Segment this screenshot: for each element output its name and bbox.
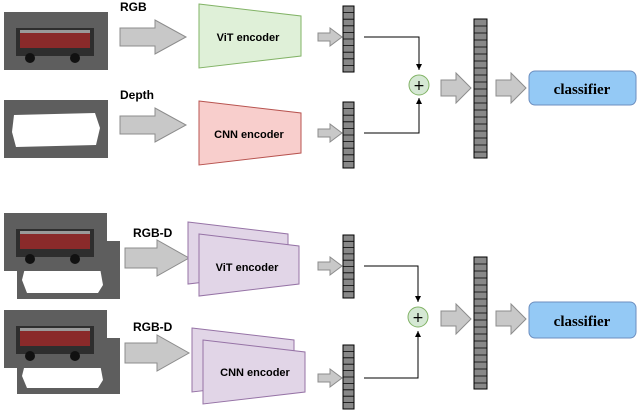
rgbd-vit-encoder-block	[187, 221, 300, 297]
cnn-output-arrow	[317, 123, 343, 143]
rgbd-vit-feature-vector	[342, 234, 355, 299]
fusion-plus-symbol: +	[413, 78, 425, 94]
vit-encoder-block	[198, 3, 302, 69]
fused-feature-vector	[473, 18, 488, 159]
rgbd-classifier-label: classifier	[554, 314, 611, 330]
rgb-label: RGB	[120, 0, 147, 14]
rgbd-vit-to-fusion-connector	[364, 265, 421, 302]
depth-image	[4, 100, 108, 158]
rgbd-cnn-encoder-block	[191, 327, 306, 405]
fusion-plus-node	[408, 74, 430, 96]
rgbd-fusion-plus-symbol: +	[412, 310, 424, 326]
rgb-input-arrow	[119, 19, 188, 55]
vit-to-fusion-connector	[364, 36, 422, 70]
rgbd-cnn-to-fusion-connector	[364, 331, 421, 379]
cnn-to-fusion-connector	[364, 98, 422, 134]
depth-input-arrow	[119, 107, 188, 143]
cnn-feature-vector	[342, 101, 355, 169]
rgbd-input-arrow-1	[124, 239, 191, 277]
classifier-box	[528, 70, 637, 106]
rgb-image	[4, 12, 108, 70]
rgbd-fusion-output-arrow	[440, 302, 472, 336]
vit-feature-vector	[342, 5, 355, 73]
rgbd-image-stack-2	[4, 310, 120, 394]
vit-encoder-label: ViT encoder	[217, 32, 280, 44]
fusion-output-arrow	[440, 71, 472, 105]
vit-output-arrow	[317, 27, 343, 47]
rgbd-vit-encoder-label: ViT encoder	[216, 262, 279, 274]
classifier-input-arrow	[495, 71, 527, 105]
cnn-encoder-label: CNN encoder	[214, 129, 284, 141]
rgbd-fused-feature-vector	[473, 256, 488, 390]
rgbd-cnn-output-arrow	[317, 368, 343, 388]
rgbd-vit-output-arrow	[317, 256, 343, 276]
classifier-label: classifier	[554, 82, 611, 98]
rgbd-image-stack-1	[4, 213, 120, 299]
rgbd-classifier-box	[528, 301, 637, 339]
rgbd-label-2: RGB-D	[133, 320, 173, 334]
rgbd-fusion-plus-node	[407, 306, 429, 328]
rgbd-input-arrow-2	[124, 334, 191, 372]
rgbd-classifier-input-arrow	[495, 302, 527, 336]
rgbd-label-1: RGB-D	[133, 226, 173, 240]
rgbd-cnn-encoder-label: CNN encoder	[220, 367, 290, 379]
rgbd-cnn-feature-vector	[342, 344, 355, 410]
depth-label: Depth	[120, 88, 154, 102]
cnn-encoder-block	[198, 100, 302, 166]
